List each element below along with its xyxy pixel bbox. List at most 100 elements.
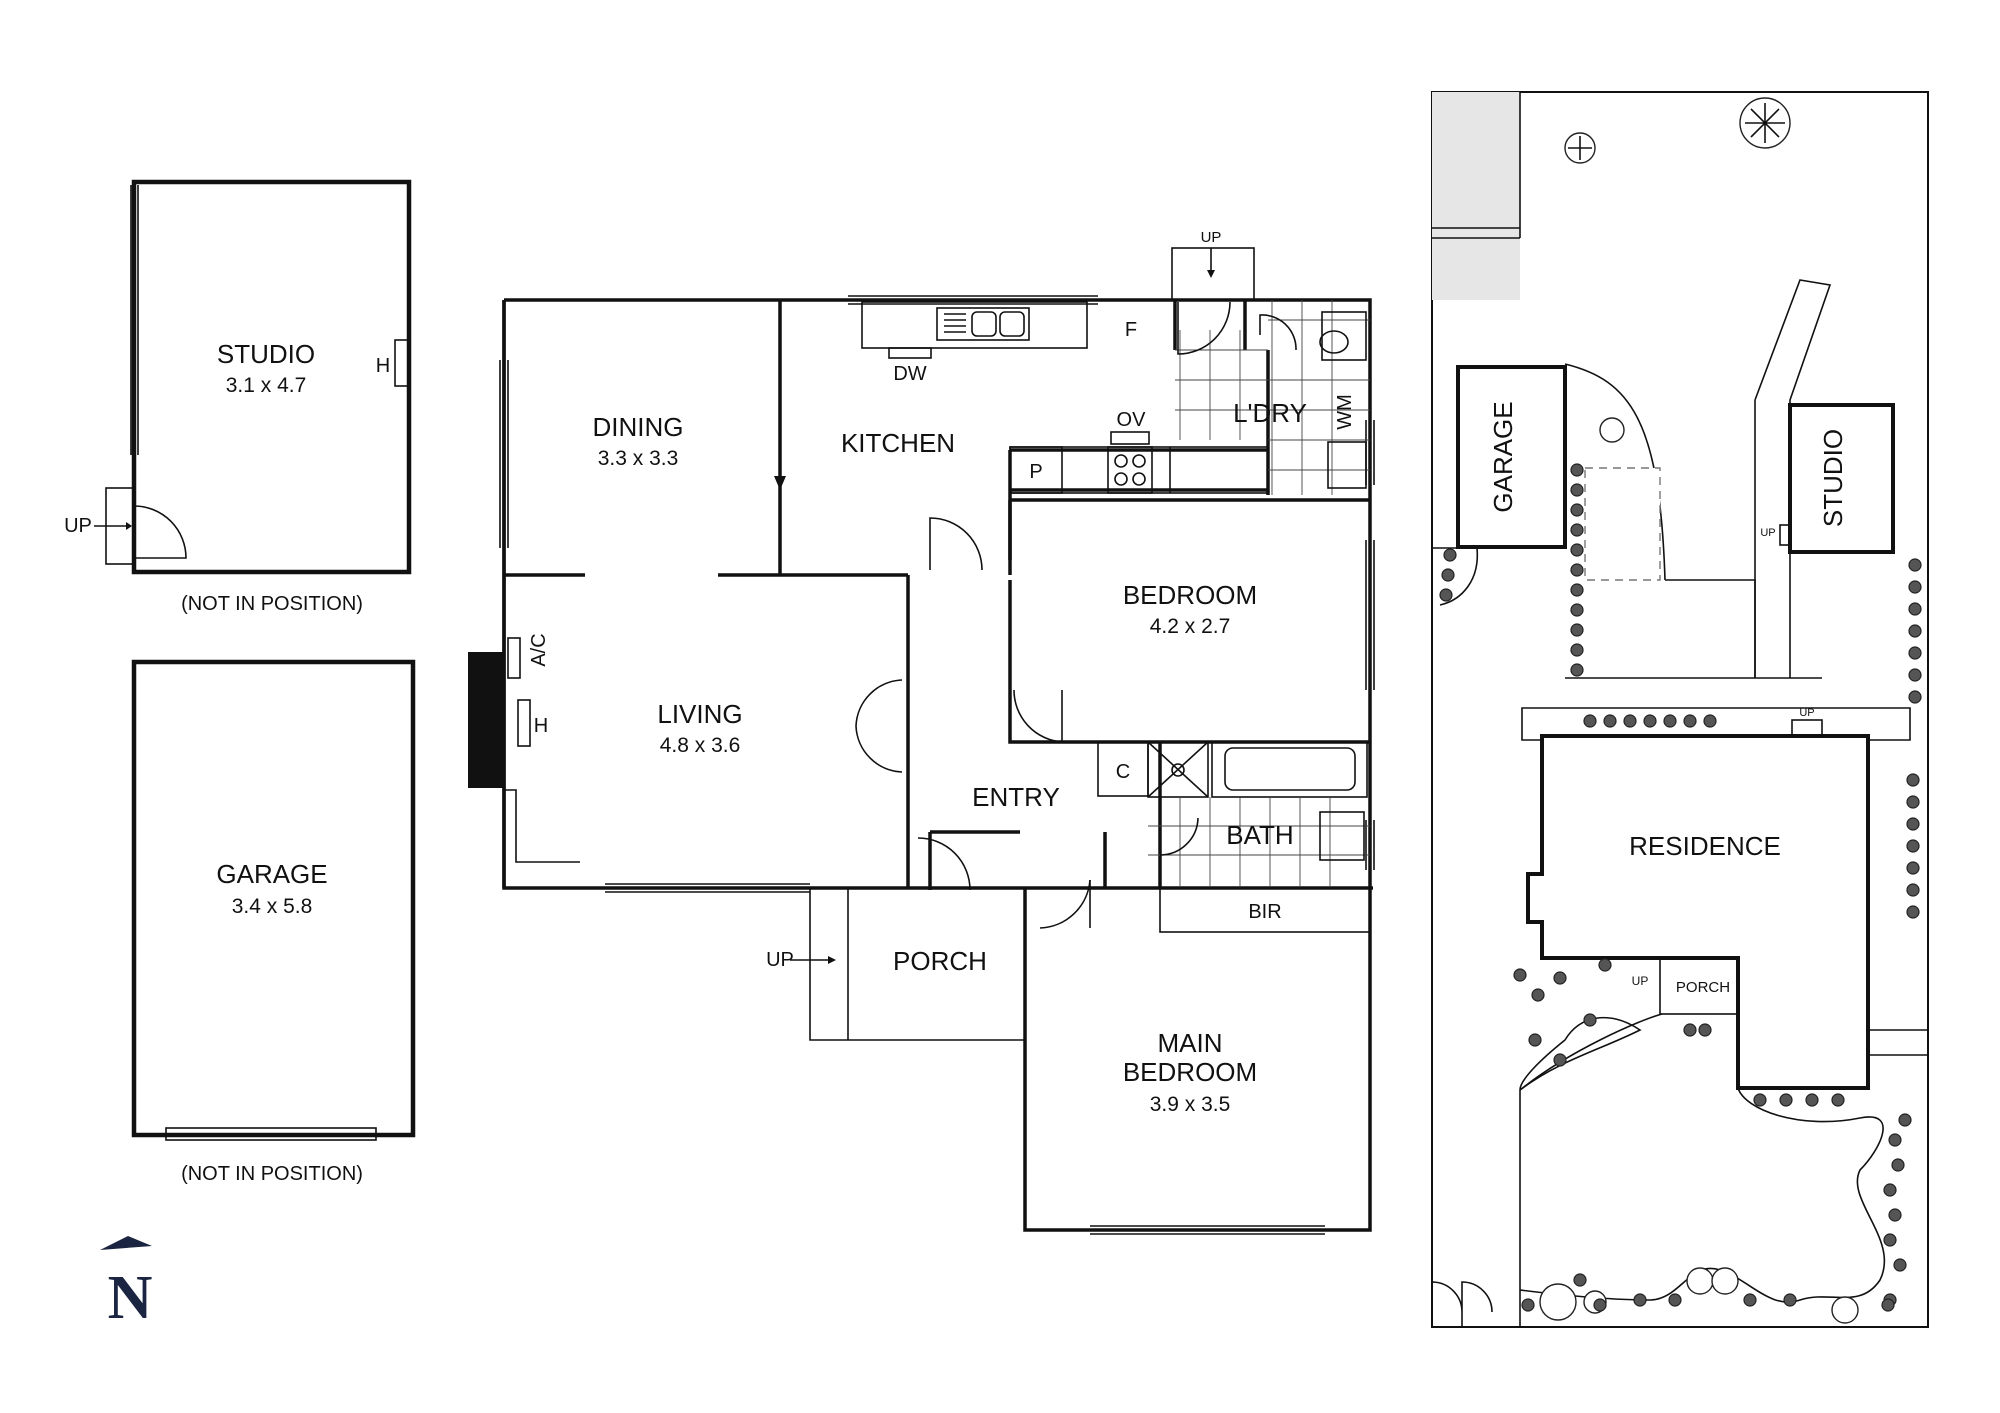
main-bedroom-name-line2: BEDROOM bbox=[1123, 1057, 1257, 1087]
shrub-dot bbox=[1668, 1293, 1682, 1307]
studio-step-label: UP bbox=[64, 515, 92, 537]
shrub-dot bbox=[1553, 1053, 1567, 1067]
washing-machine-label: WM bbox=[1334, 394, 1356, 430]
shrub-dot bbox=[1439, 588, 1453, 602]
shrub-dot bbox=[1906, 839, 1920, 853]
oven-label: OV bbox=[1117, 409, 1147, 431]
shrub-dot bbox=[1570, 603, 1584, 617]
main-bedroom-size: 3.9 x 3.5 bbox=[1150, 1093, 1231, 1116]
site-boundary bbox=[1431, 91, 1929, 1328]
oven-icon bbox=[1107, 446, 1153, 494]
shrub-dot bbox=[1570, 483, 1584, 497]
shrub-dot bbox=[1593, 1298, 1607, 1312]
shrub-dot bbox=[1663, 714, 1677, 728]
shower-icon bbox=[1171, 763, 1185, 777]
shrub-dot bbox=[1908, 580, 1922, 594]
garage-plan: GARAGE 3.4 x 5.8 (NOT IN POSITION) bbox=[131, 659, 416, 1185]
shrub-dot bbox=[1683, 1023, 1697, 1037]
north-arrow-icon: N bbox=[100, 1236, 152, 1332]
studio-size: 3.1 x 4.7 bbox=[226, 374, 307, 397]
studio-door-icon bbox=[133, 505, 187, 559]
shrub-dot bbox=[1598, 958, 1612, 972]
shrub-dot bbox=[1531, 988, 1545, 1002]
shrub-dot bbox=[1908, 690, 1922, 704]
living-heater-icon bbox=[517, 699, 531, 747]
porch-name: PORCH bbox=[893, 946, 987, 976]
shrub-dot bbox=[1783, 1293, 1797, 1307]
garage-position-note: (NOT IN POSITION) bbox=[181, 1163, 363, 1185]
studio-heater-icon bbox=[394, 339, 410, 387]
shrub-dot bbox=[1583, 1013, 1597, 1027]
shrub-dot bbox=[1908, 668, 1922, 682]
air-conditioner-icon bbox=[507, 637, 521, 679]
dining-name: DINING bbox=[593, 412, 684, 442]
shrub-dot bbox=[1906, 861, 1920, 875]
shrub-dot bbox=[1891, 1158, 1905, 1172]
studio-plan: H STUDIO 3.1 x 4.7 UP (NOT IN POSITION) bbox=[64, 179, 412, 615]
pantry-label: P bbox=[1029, 461, 1042, 483]
rear-step-label: UP bbox=[1201, 229, 1222, 246]
shrub-dot bbox=[1573, 1273, 1587, 1287]
shrub-dot bbox=[1883, 1233, 1897, 1247]
shrub-dot bbox=[1698, 1023, 1712, 1037]
shrub-dot bbox=[1583, 714, 1597, 728]
site-studio-step-label: UP bbox=[1760, 527, 1775, 539]
shrub-dot bbox=[1906, 817, 1920, 831]
shrub-dot bbox=[1908, 624, 1922, 638]
shrub-dot bbox=[1906, 905, 1920, 919]
shrub-dot bbox=[1703, 714, 1717, 728]
living-heater-label: H bbox=[534, 715, 548, 737]
shrub-dot bbox=[1908, 602, 1922, 616]
garage-door-icon bbox=[165, 1127, 377, 1141]
shrub-dot bbox=[1570, 643, 1584, 657]
toilet-icon bbox=[1319, 330, 1349, 354]
shrub-dot bbox=[1570, 523, 1584, 537]
shrub-dot bbox=[1528, 1033, 1542, 1047]
main-bedroom-name-line1: MAIN bbox=[1158, 1028, 1223, 1058]
air-conditioner-label: A/C bbox=[528, 633, 550, 666]
laundry-tiles bbox=[1175, 300, 1370, 495]
kitchen-sink-icon bbox=[936, 307, 1030, 341]
site-residence bbox=[1526, 734, 1870, 1090]
kitchen-door-icon bbox=[929, 517, 983, 571]
bathtub-icon bbox=[1224, 747, 1356, 791]
shrub-dot bbox=[1753, 1093, 1767, 1107]
shrub-dot bbox=[1805, 1093, 1819, 1107]
shrub-dot bbox=[1881, 1298, 1895, 1312]
site-garage bbox=[1456, 365, 1567, 549]
shrub-dot bbox=[1570, 503, 1584, 517]
shrub-dot bbox=[1683, 714, 1697, 728]
bir-name: BIR bbox=[1248, 901, 1281, 923]
living-door-icon bbox=[855, 679, 903, 773]
shrub-dot bbox=[1443, 548, 1457, 562]
north-label: N bbox=[108, 1264, 153, 1332]
laundry-name: L'DRY bbox=[1233, 398, 1307, 428]
shrub-dot bbox=[1603, 714, 1617, 728]
bedroom-door-icon bbox=[1013, 689, 1063, 743]
cupboard-label: C bbox=[1116, 761, 1130, 783]
shrub-dot bbox=[1888, 1133, 1902, 1147]
bedroom-size: 4.2 x 2.7 bbox=[1150, 615, 1231, 638]
studio-heater-label: H bbox=[376, 355, 390, 377]
shrub-dot bbox=[1441, 568, 1455, 582]
fireplace-icon bbox=[468, 652, 504, 788]
bedroom-name: BEDROOM bbox=[1123, 580, 1257, 610]
porch-step-label: UP bbox=[766, 949, 794, 971]
shrub-dot bbox=[1623, 714, 1637, 728]
dining-size: 3.3 x 3.3 bbox=[598, 447, 679, 470]
site-porch bbox=[1659, 957, 1739, 1015]
shrub-dot bbox=[1883, 1183, 1897, 1197]
shrub-dot bbox=[1906, 795, 1920, 809]
front-door-icon bbox=[917, 837, 971, 891]
shrub-dot bbox=[1643, 714, 1657, 728]
studio-name: STUDIO bbox=[217, 339, 315, 369]
site-plan: GARAGE STUDIO UP RESIDENCE UP PORCH UP bbox=[1431, 91, 1929, 1328]
shrub-dot bbox=[1898, 1113, 1912, 1127]
site-studio-label: STUDIO bbox=[1818, 429, 1848, 527]
house-plan: DW F P OV bbox=[468, 229, 1375, 1235]
shrub-dot bbox=[1553, 971, 1567, 985]
shrub-dot bbox=[1906, 883, 1920, 897]
site-rear-step-label: UP bbox=[1799, 707, 1814, 719]
bath-name: BATH bbox=[1226, 820, 1293, 850]
